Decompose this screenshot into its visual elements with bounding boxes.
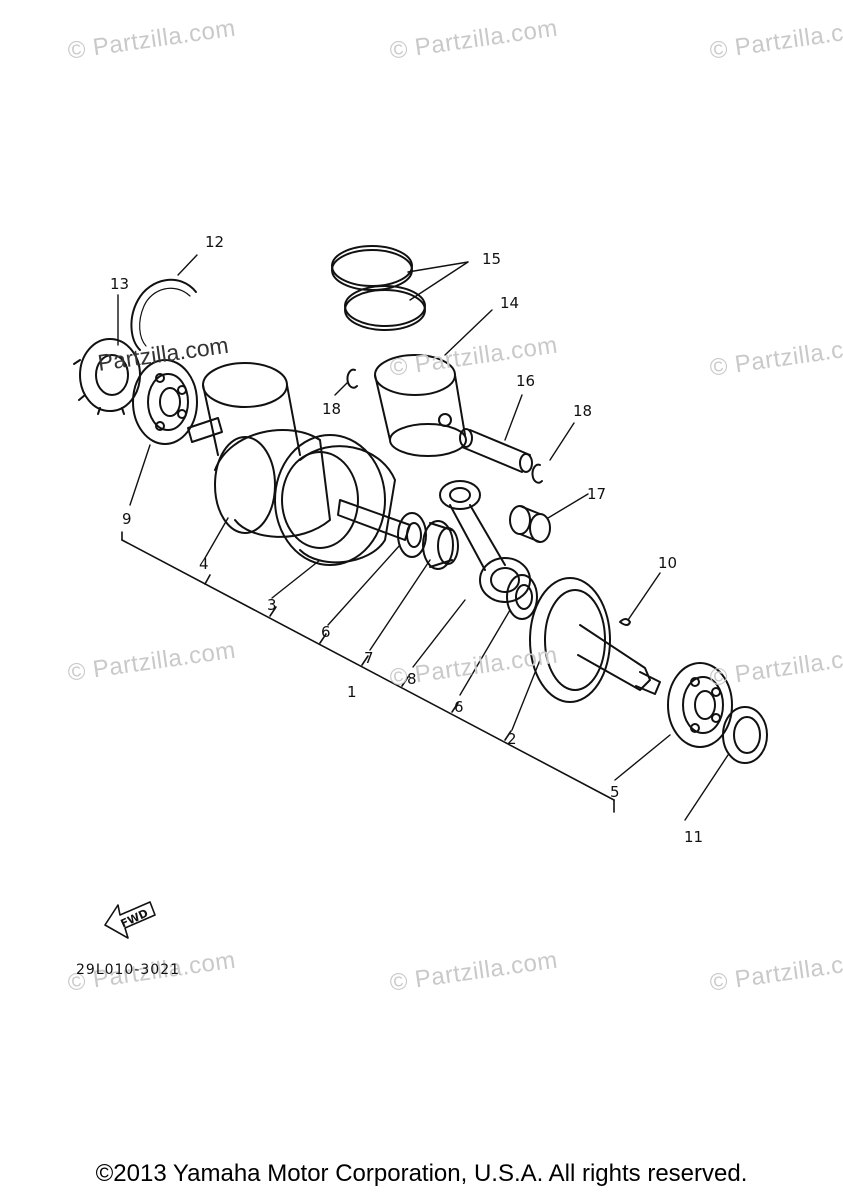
diagram-code: 29L010-3021 <box>76 962 181 978</box>
small-bearing-17 <box>509 505 551 543</box>
callout-2: 2 <box>507 730 517 748</box>
callout-17: 17 <box>587 485 607 503</box>
callout-11: 11 <box>684 828 704 846</box>
callout-1: 1 <box>347 683 357 701</box>
piston-14 <box>374 354 467 457</box>
callout-3: 3 <box>267 596 277 614</box>
assembly-bracket <box>121 531 615 813</box>
piston-outline-left <box>202 362 301 456</box>
washer-6-right <box>506 574 538 620</box>
oil-seal-11 <box>722 706 768 764</box>
needle-bearing-7 <box>422 520 459 570</box>
copyright-footer: ©2013 Yamaha Motor Corporation, U.S.A. A… <box>95 1160 748 1187</box>
callout-9: 9 <box>122 510 132 528</box>
callout-10: 10 <box>658 554 678 572</box>
crank-half-2 <box>529 577 661 703</box>
clip-18-right <box>531 463 543 484</box>
callout-12: 12 <box>205 233 225 251</box>
callout-7: 7 <box>364 649 374 667</box>
washer-6-left <box>397 512 427 558</box>
callout-6-right: 6 <box>454 698 464 716</box>
circlip-12 <box>130 278 197 351</box>
callout-8: 8 <box>407 670 417 688</box>
fwd-arrow-icon <box>104 901 156 939</box>
shaft-stub <box>187 417 223 443</box>
callout-18-left: 18 <box>322 400 342 418</box>
connecting-rod-8 <box>439 480 531 603</box>
callout-18-right: 18 <box>573 402 593 420</box>
callout-13: 13 <box>110 275 130 293</box>
callout-5: 5 <box>610 783 620 801</box>
key-10 <box>619 618 631 626</box>
clip-18-left <box>346 368 358 389</box>
leader-lines <box>117 254 729 821</box>
crank-pin <box>337 499 411 541</box>
callout-6-left: 6 <box>321 623 331 641</box>
crank-web-3 <box>274 434 396 566</box>
callout-14: 14 <box>500 294 520 312</box>
crank-web-4 <box>214 429 331 538</box>
callout-16: 16 <box>516 372 536 390</box>
piston-rings-15 <box>331 245 426 331</box>
piston-pin-16 <box>459 428 533 473</box>
callout-4: 4 <box>199 555 209 573</box>
bearing-5 <box>667 662 733 748</box>
callout-15: 15 <box>482 250 502 268</box>
bearing-9 <box>132 359 198 445</box>
